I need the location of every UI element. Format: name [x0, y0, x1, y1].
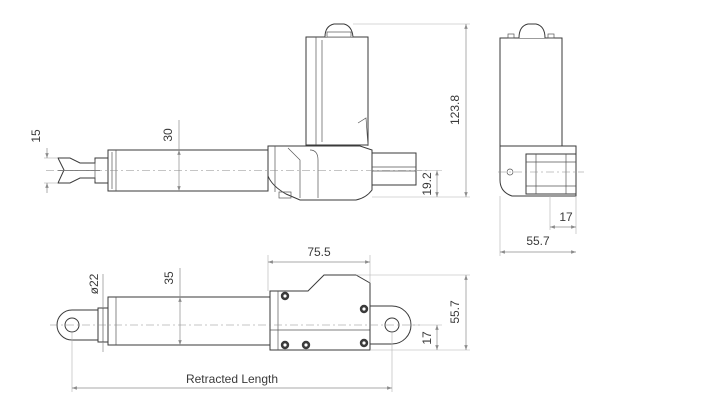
- bottom-view-housing: [269, 274, 371, 351]
- dim-housing-height: 55.7: [356, 274, 470, 351]
- top-view: 15 30 123.8 19.2: [29, 23, 470, 201]
- dim-55-7-side-label: 55.7: [526, 234, 550, 248]
- dim-rod-eye-diameter: ø22: [87, 273, 104, 352]
- dim-30-label: 30: [161, 128, 175, 142]
- side-view-housing: [499, 145, 577, 197]
- dim-side-bracket-width: 17: [549, 196, 577, 234]
- dim-o22-label: ø22: [87, 273, 101, 294]
- dim-retracted-length: Retracted Length: [71, 332, 393, 392]
- dim-17-bottom-label: 17: [420, 331, 434, 345]
- bottom-view: ø22 35 75.5 55.7 17: [50, 245, 470, 392]
- side-view: 17 55.7: [498, 23, 584, 256]
- bottom-view-tube: [107, 296, 271, 346]
- retracted-length-label: Retracted Length: [186, 372, 278, 386]
- top-view-motor: [305, 23, 369, 147]
- bottom-view-screws: [280, 291, 369, 350]
- dim-35-label: 35: [162, 271, 176, 285]
- dim-motor-height: 123.8: [353, 23, 470, 198]
- dim-bracket-height: 19.2: [416, 170, 442, 197]
- dim-75-5-label: 75.5: [307, 245, 331, 259]
- dim-17-side-label: 17: [559, 210, 573, 224]
- dim-side-body-width: 55.7: [499, 196, 576, 256]
- dim-19-2-label: 19.2: [420, 172, 434, 196]
- side-view-motor: [499, 23, 563, 147]
- top-view-rear-bracket: [371, 152, 417, 186]
- dim-rear-eye-offset: 17: [411, 324, 442, 350]
- dim-rod-tube-diameter: 30: [161, 120, 181, 191]
- top-view-housing: [267, 145, 373, 201]
- dim-rod-end-slot-width: 15: [29, 129, 58, 193]
- dim-housing-length: 75.5: [267, 245, 371, 291]
- dim-15-label: 15: [29, 129, 43, 143]
- dim-55-7-bottom-label: 55.7: [448, 300, 462, 324]
- dim-123-8-label: 123.8: [448, 95, 462, 125]
- dim-tube-diameter: 35: [162, 268, 182, 345]
